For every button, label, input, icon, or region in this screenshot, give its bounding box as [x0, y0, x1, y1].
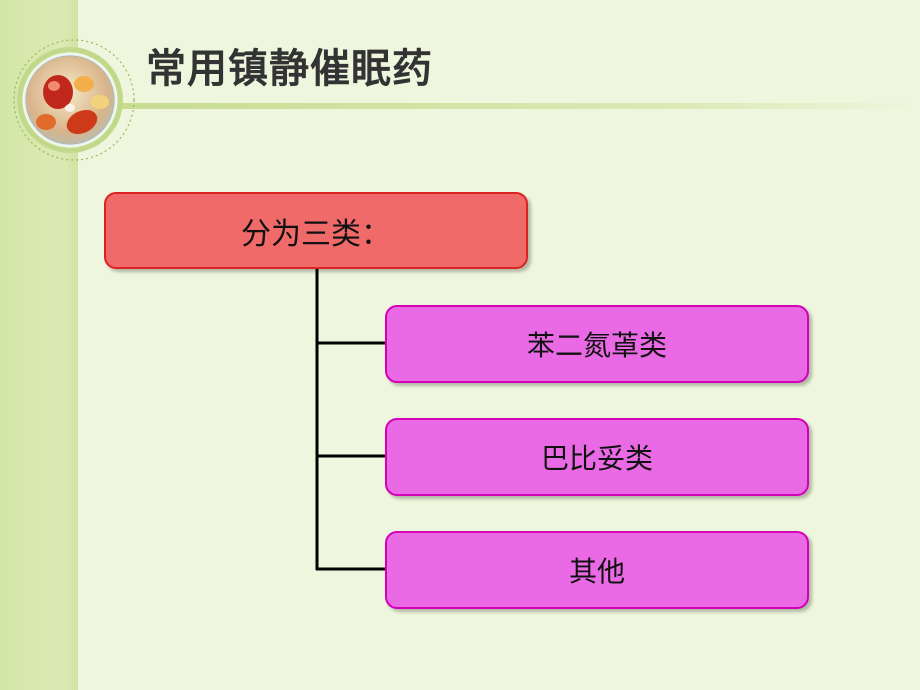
title-underline [100, 103, 920, 109]
child-label: 其他 [568, 555, 625, 588]
root-category-box: 分为三类： [104, 192, 528, 269]
pills-photo-icon [13, 39, 135, 161]
child-box-benzodiazepines: 苯二氮䓬类 [385, 305, 809, 383]
slide-title: 常用镇静催眠药 [146, 46, 433, 92]
root-category-label: 分为三类： [241, 216, 391, 252]
child-box-others: 其他 [385, 531, 809, 609]
child-label: 巴比妥类 [540, 442, 653, 475]
child-box-barbiturates: 巴比妥类 [385, 418, 809, 496]
child-label: 苯二氮䓬类 [526, 329, 667, 362]
